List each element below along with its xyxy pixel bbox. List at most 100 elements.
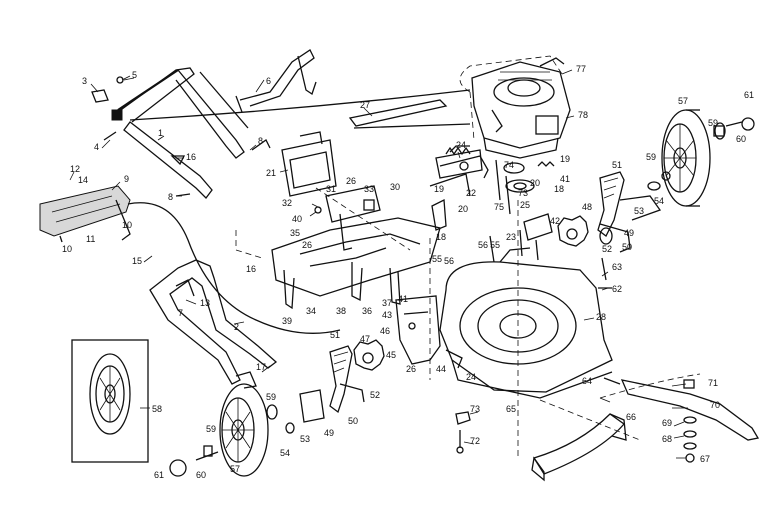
handle-cover bbox=[39, 185, 131, 243]
callout-26: 26 bbox=[346, 176, 356, 186]
engine-pulley-parts bbox=[495, 159, 555, 215]
leader-lines bbox=[69, 69, 688, 459]
callout-35: 35 bbox=[290, 228, 300, 238]
callout-73: 73 bbox=[470, 404, 480, 414]
gear-bracket bbox=[314, 185, 381, 251]
callout-54: 54 bbox=[654, 196, 664, 206]
spare-wheel bbox=[71, 339, 149, 463]
callout-67: 67 bbox=[700, 454, 710, 464]
callout-53: 53 bbox=[300, 434, 310, 444]
blade-adapter-bolt bbox=[455, 411, 471, 454]
callout-16: 16 bbox=[246, 264, 256, 274]
callout-64: 64 bbox=[582, 376, 592, 386]
callout-65: 65 bbox=[506, 404, 516, 414]
callout-38: 38 bbox=[336, 306, 346, 316]
callout-24: 24 bbox=[466, 372, 476, 382]
wheel-hardware-right bbox=[647, 117, 755, 191]
callout-44: 44 bbox=[436, 364, 446, 374]
callout-19: 19 bbox=[560, 154, 570, 164]
gear-right bbox=[557, 215, 613, 289]
callout-10: 10 bbox=[62, 244, 72, 254]
callout-49: 49 bbox=[324, 428, 334, 438]
callout-25: 25 bbox=[520, 200, 530, 210]
callout-33: 33 bbox=[364, 184, 374, 194]
callout-57: 57 bbox=[230, 464, 240, 474]
callout-61: 61 bbox=[744, 90, 754, 100]
callout-43: 43 bbox=[382, 310, 392, 320]
upper-handle bbox=[111, 67, 249, 199]
belt-path bbox=[235, 230, 263, 259]
callout-26: 26 bbox=[302, 240, 312, 250]
callout-55: 55 bbox=[490, 240, 500, 250]
callout-34: 34 bbox=[306, 306, 316, 316]
gear-left bbox=[353, 339, 385, 371]
callout-23: 23 bbox=[506, 232, 516, 242]
callout-59: 59 bbox=[708, 118, 718, 128]
spring bbox=[445, 146, 471, 156]
callout-59: 59 bbox=[266, 392, 276, 402]
drive-pulley-bracket bbox=[435, 145, 483, 179]
callout-16: 16 bbox=[186, 152, 196, 162]
deck-outline-dashed bbox=[459, 55, 563, 93]
height-adjuster-right bbox=[597, 171, 662, 253]
callout-77: 77 bbox=[576, 64, 586, 74]
deck-support-plate bbox=[281, 131, 337, 197]
callout-8: 8 bbox=[168, 192, 173, 202]
callout-24: 24 bbox=[456, 140, 466, 150]
callout-labels: 3 5 1 4 6 8 16 8 12 14 9 11 10 10 15 16 … bbox=[62, 64, 754, 480]
callout-3: 3 bbox=[82, 76, 87, 86]
callout-41: 41 bbox=[560, 174, 570, 184]
callout-61: 61 bbox=[154, 470, 164, 480]
callout-49: 49 bbox=[624, 228, 634, 238]
callout-14: 14 bbox=[78, 175, 88, 185]
callout-42: 42 bbox=[550, 216, 560, 226]
callout-78: 78 bbox=[578, 110, 588, 120]
callout-39: 39 bbox=[282, 316, 292, 326]
callout-59: 59 bbox=[646, 152, 656, 162]
callout-18: 18 bbox=[436, 232, 446, 242]
callout-6: 6 bbox=[266, 76, 271, 86]
callout-20: 20 bbox=[458, 204, 468, 214]
blade-reference-line bbox=[599, 373, 701, 399]
callout-56: 56 bbox=[478, 240, 488, 250]
callout-30: 30 bbox=[390, 182, 400, 192]
callout-54: 54 bbox=[280, 448, 290, 458]
callout-11: 11 bbox=[86, 234, 95, 244]
callout-40: 40 bbox=[292, 214, 302, 224]
callout-56: 56 bbox=[444, 256, 454, 266]
callout-51: 51 bbox=[330, 330, 340, 340]
callout-69: 69 bbox=[662, 418, 672, 428]
wheel-hardware-left bbox=[169, 404, 295, 477]
callout-18: 18 bbox=[554, 184, 564, 194]
callout-50: 50 bbox=[622, 242, 632, 252]
rear-wheel-left bbox=[219, 383, 269, 477]
callout-72: 72 bbox=[470, 436, 480, 446]
callout-1: 1 bbox=[158, 128, 163, 138]
handle-bracket-parts bbox=[91, 76, 271, 197]
callout-21: 21 bbox=[266, 168, 276, 178]
callout-52: 52 bbox=[602, 244, 612, 254]
callout-74: 74 bbox=[504, 160, 514, 170]
callout-15: 15 bbox=[132, 256, 142, 266]
callout-7: 7 bbox=[178, 308, 183, 318]
lower-handle bbox=[149, 259, 278, 389]
height-adjuster-left bbox=[299, 345, 365, 423]
drive-rod bbox=[348, 99, 448, 127]
callout-63: 63 bbox=[612, 262, 622, 272]
pivot-bracket bbox=[429, 155, 489, 231]
callout-2: 2 bbox=[234, 322, 239, 332]
callout-68: 68 bbox=[662, 434, 672, 444]
axle-bracket-center bbox=[523, 213, 553, 261]
callout-36: 36 bbox=[362, 306, 372, 316]
callout-51: 51 bbox=[612, 160, 622, 170]
callout-53: 53 bbox=[634, 206, 644, 216]
callout-50: 50 bbox=[348, 416, 358, 426]
callout-13: 13 bbox=[200, 298, 210, 308]
callout-31: 31 bbox=[326, 184, 336, 194]
callout-71: 71 bbox=[708, 378, 718, 388]
baffle-plate bbox=[531, 413, 627, 482]
rear-wheel-right bbox=[661, 109, 711, 207]
control-cable bbox=[127, 202, 341, 334]
